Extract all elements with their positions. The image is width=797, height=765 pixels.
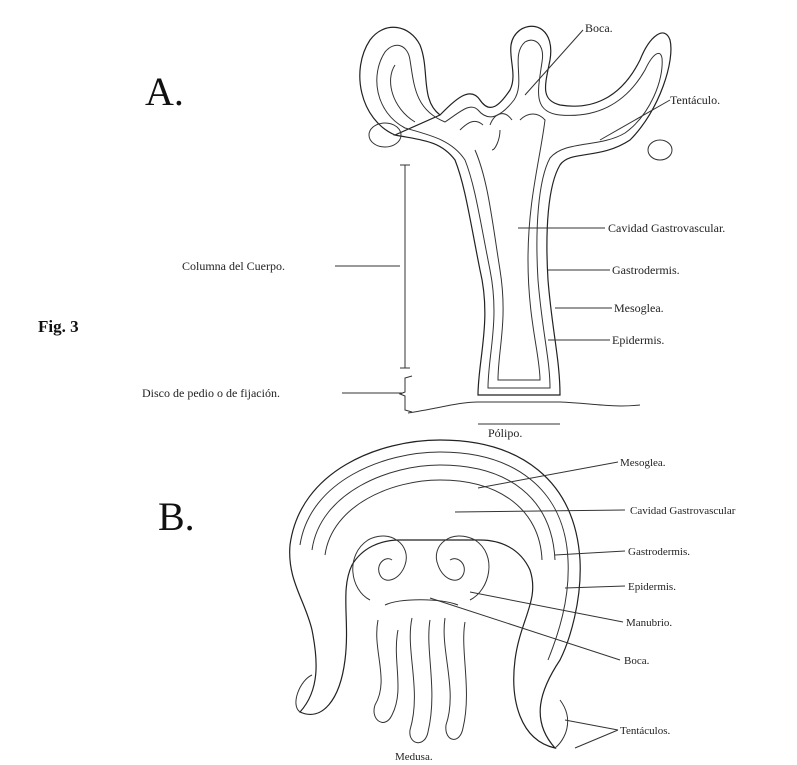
polyp-label-gastrodermis: Gastrodermis. — [612, 263, 680, 277]
polyp-label-boca: Boca. — [585, 21, 613, 35]
polyp-label-cavidad: Cavidad Gastrovascular. — [608, 221, 725, 235]
polyp-label-disco: Disco de pedio o de fijación. — [142, 386, 280, 400]
medusa-label-cavidad: Cavidad Gastrovascular — [630, 505, 736, 517]
polyp-label-mesoglea: Mesoglea. — [614, 301, 664, 315]
polyp-label-epidermis: Epidermis. — [612, 333, 664, 347]
medusa-label-tentaculos: Tentáculos. — [620, 725, 670, 737]
medusa-caption: Medusa. — [395, 751, 433, 763]
medusa-label-mesoglea: Mesoglea. — [620, 457, 666, 469]
medusa-label-gastrodermis: Gastrodermis. — [628, 546, 690, 558]
polyp-label-columna: Columna del Cuerpo. — [182, 259, 285, 273]
medusa-label-boca: Boca. — [624, 655, 650, 667]
medusa-leaders — [430, 462, 625, 748]
medusa-label-manubrio: Manubrio. — [626, 617, 672, 629]
polyp-label-tentaculo: Tentáculo. — [670, 93, 720, 107]
figure-label: Fig. 3 — [38, 317, 79, 336]
medusa-drawing — [290, 440, 581, 748]
panel-a-letter: A. — [145, 69, 184, 114]
medusa-label-epidermis: Epidermis. — [628, 581, 676, 593]
panel-b-letter: B. — [158, 494, 195, 539]
polyp-caption: Pólipo. — [488, 426, 522, 440]
